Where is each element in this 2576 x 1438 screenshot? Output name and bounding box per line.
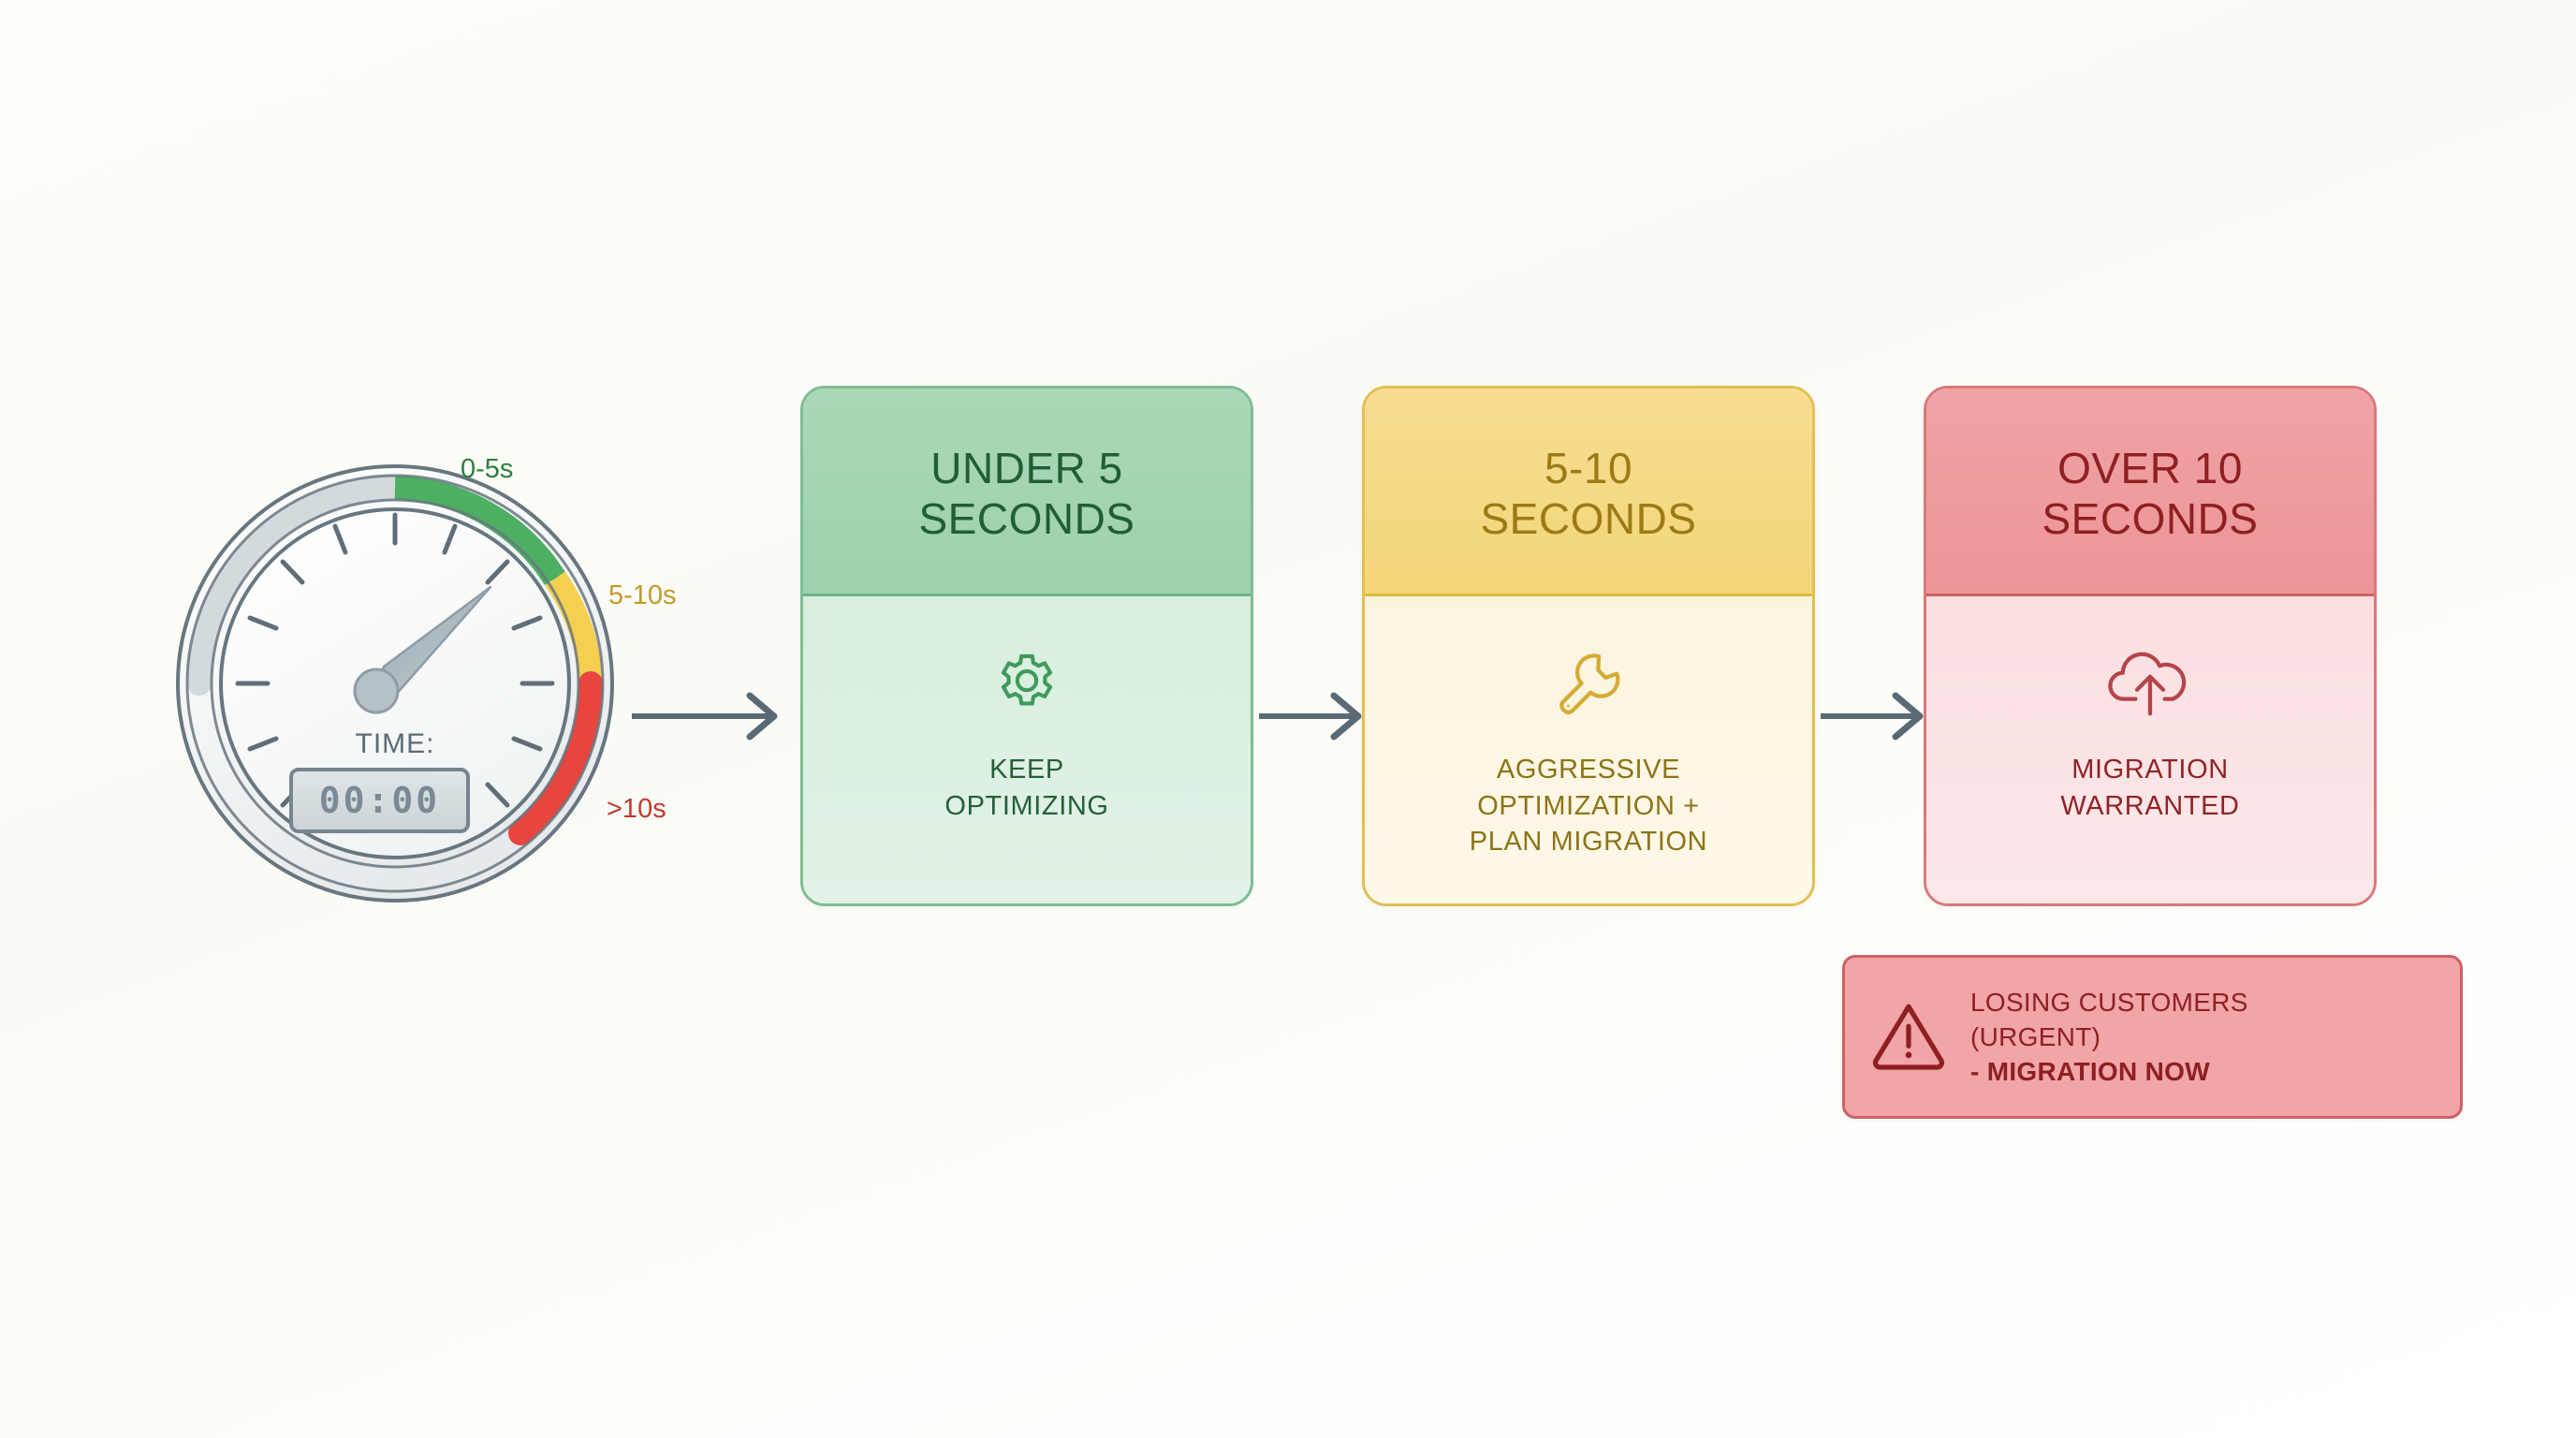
card-title-line1: 5-10: [1544, 444, 1633, 493]
arrow-green-to-yellow-card: [1250, 688, 1409, 744]
wrench-icon: [1552, 641, 1625, 727]
alert-text: LOSING CUSTOMERS (URGENT) - MIGRATION NO…: [1970, 985, 2248, 1090]
card-action-text: AGGRESSIVE OPTIMIZATION + PLAN MIGRATION: [1470, 752, 1707, 860]
card-title-line2: SECONDS: [2042, 493, 2259, 543]
wrench-icon-svg: [1559, 653, 1620, 715]
card-title-line1: OVER 10: [2057, 444, 2243, 493]
cloud-upload-icon-svg: [2108, 652, 2187, 716]
arrow-icon: [1259, 692, 1362, 741]
gauge-digital-value: 00:00: [318, 780, 441, 821]
gauge-arc-outer-ring: [185, 474, 605, 893]
card-over-10-seconds[interactable]: OVER 10 SECONDS MIGRATION WARRANTED: [1924, 386, 2377, 906]
card-title-line2: SECONDS: [918, 493, 1135, 543]
arrow-gauge-to-green-card: [632, 688, 791, 744]
warning-triangle-icon-svg: [1872, 1004, 1945, 1070]
card-action-line2: OPTIMIZATION +: [1477, 790, 1700, 821]
card-action-text: KEEP OPTIMIZING: [944, 752, 1108, 824]
gauge-label-over-10s: >10s: [607, 794, 666, 824]
card-body: MIGRATION WARRANTED: [1926, 596, 2374, 903]
response-time-gauge: TIME: 00:00: [170, 459, 620, 908]
card-5-10-seconds[interactable]: 5-10 SECONDS AGGRESSIVE OPTIMIZATION + P…: [1362, 386, 1815, 906]
card-action-line2: WARRANTED: [2060, 790, 2240, 821]
gauge-svg: [176, 464, 614, 902]
card-action-line3: PLAN MIGRATION: [1469, 827, 1708, 858]
gauge-label-0-5s: 0-5s: [461, 454, 514, 484]
cloud-upload-icon: [2107, 641, 2193, 727]
card-action-line2: OPTIMIZING: [944, 790, 1109, 821]
warning-triangle-icon: [1869, 998, 1948, 1076]
card-action-line1: AGGRESSIVE: [1496, 755, 1681, 785]
gauge-digital-display: 00:00: [289, 768, 470, 833]
alert-line1: LOSING CUSTOMERS: [1970, 987, 2248, 1017]
gauge-arc-green: [394, 476, 565, 586]
gear-icon: [991, 641, 1062, 727]
gauge-label-5-10s: 5-10s: [608, 580, 677, 610]
card-title-line2: SECONDS: [1480, 493, 1697, 543]
arrow-icon: [632, 692, 778, 741]
card-body: AGGRESSIVE OPTIMIZATION + PLAN MIGRATION: [1365, 596, 1812, 903]
alert-line2: (URGENT): [1970, 1021, 2101, 1051]
card-under-5-seconds[interactable]: UNDER 5 SECONDS KEEP OPTIMIZING: [800, 386, 1253, 906]
gauge-arc-inner-ring: [210, 498, 580, 869]
gauge-time-caption: TIME:: [355, 728, 435, 759]
card-title-line1: UNDER 5: [930, 444, 1123, 493]
gauge-needle: [353, 585, 492, 714]
card-action-text: MIGRATION WARRANTED: [2060, 752, 2239, 824]
arrow-icon: [1821, 692, 1924, 741]
gear-icon-svg: [1001, 653, 1053, 706]
gauge-ticks: [235, 512, 555, 808]
card-header: OVER 10 SECONDS: [1926, 389, 2374, 596]
gauge-arc-inactive: [187, 476, 407, 696]
card-header: 5-10 SECONDS: [1365, 389, 1812, 596]
urgent-alert-banner[interactable]: LOSING CUSTOMERS (URGENT) - MIGRATION NO…: [1842, 955, 2463, 1119]
card-action-line1: MIGRATION: [2071, 755, 2229, 785]
card-header: UNDER 5 SECONDS: [803, 389, 1251, 596]
card-action-line1: KEEP: [989, 755, 1064, 785]
alert-line3: - MIGRATION NOW: [1970, 1057, 2210, 1087]
arrow-yellow-to-red-card: [1811, 688, 1970, 744]
card-body: KEEP OPTIMIZING: [803, 596, 1251, 903]
gauge-arc-red: [508, 671, 603, 845]
